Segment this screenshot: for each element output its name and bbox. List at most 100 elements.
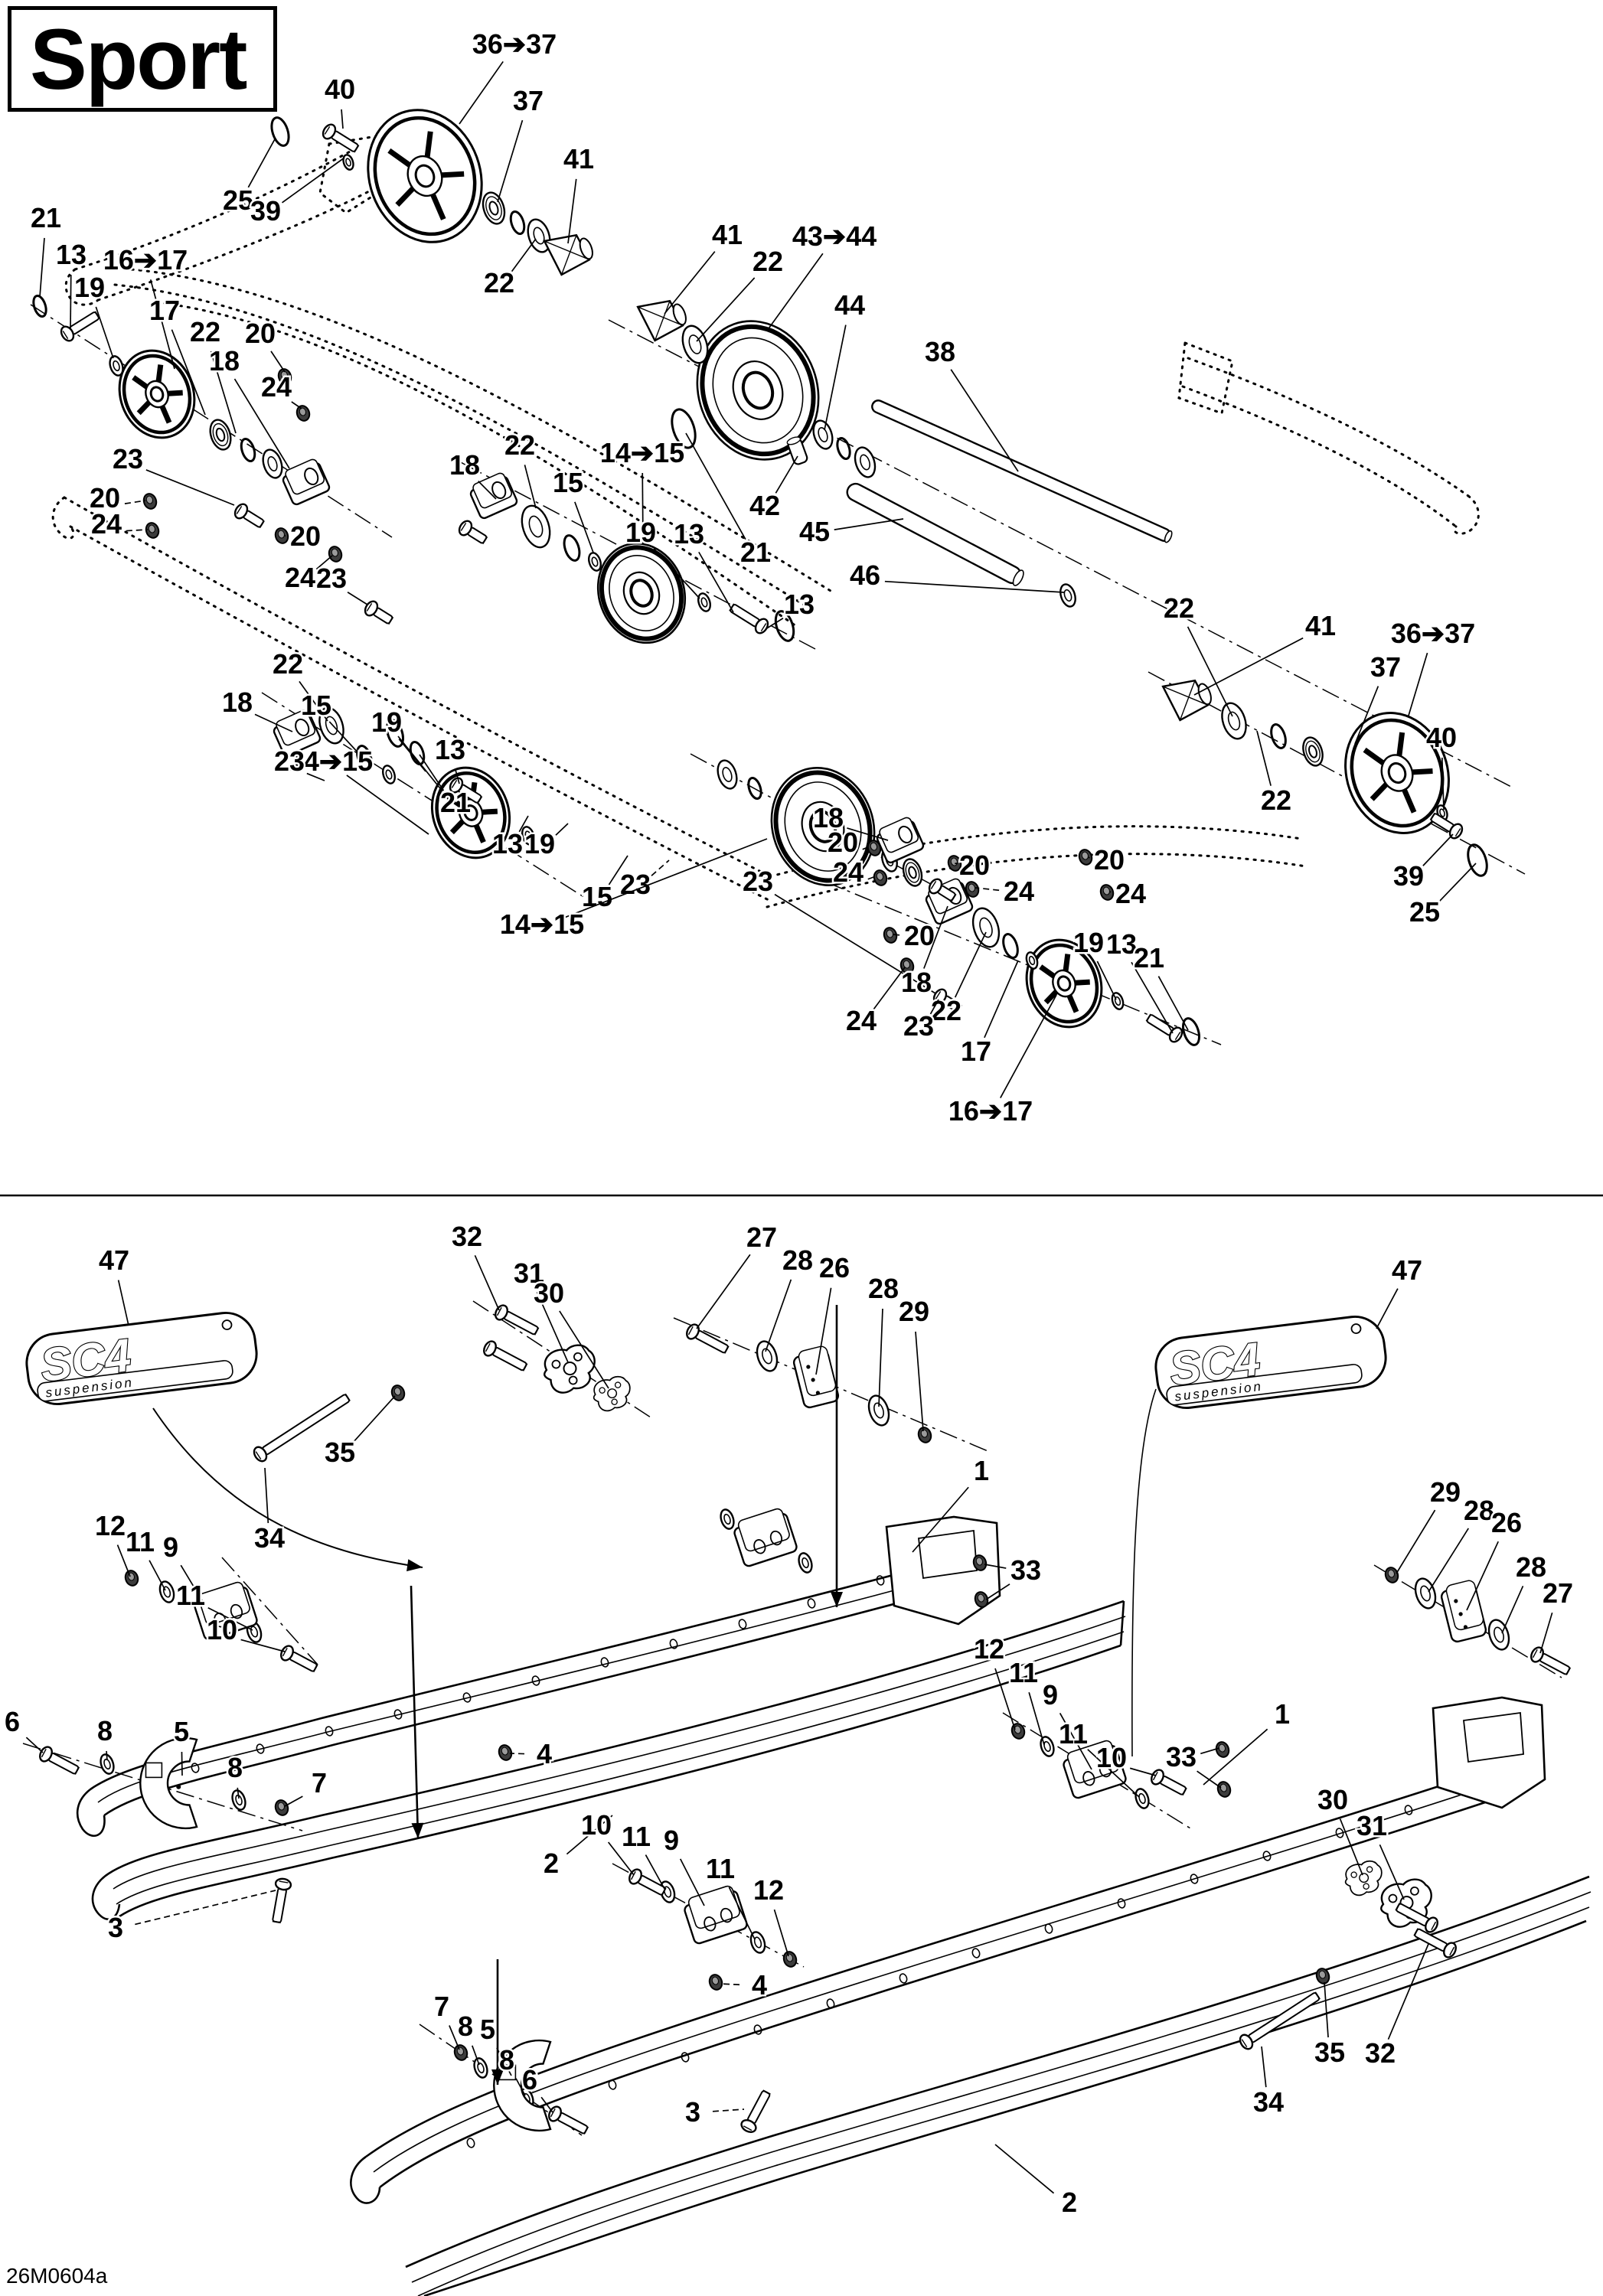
part-o-ring bbox=[747, 776, 762, 801]
callout-number: 13 bbox=[784, 589, 815, 620]
callout-number: 9 bbox=[163, 1531, 178, 1563]
callout-number: 20 bbox=[828, 827, 858, 858]
leader-line bbox=[994, 2144, 1055, 2194]
callout-18: 18 bbox=[207, 344, 290, 469]
callout-41: 41 bbox=[561, 142, 596, 244]
leader-line bbox=[929, 999, 939, 1015]
leader-line bbox=[685, 432, 746, 540]
leader-line bbox=[1187, 626, 1233, 717]
callout-2: 2 bbox=[541, 1815, 613, 1881]
part-o-ring bbox=[774, 610, 795, 642]
leader-line bbox=[1379, 1844, 1405, 1900]
callout-number: 20 bbox=[904, 920, 935, 951]
callout-number: 8 bbox=[227, 1752, 243, 1783]
callout-number: 14➔15 bbox=[289, 745, 373, 777]
part-washer bbox=[681, 325, 709, 364]
callout-13: 13 bbox=[765, 587, 817, 630]
insertion-arrow bbox=[491, 1959, 504, 2085]
callout-number: 35 bbox=[1314, 2037, 1345, 2068]
callout-number: 10 bbox=[1096, 1742, 1127, 1773]
callout-37: 37 bbox=[497, 83, 546, 203]
callout-23: 23 bbox=[901, 999, 939, 1044]
part-bolt bbox=[364, 600, 394, 625]
leader-line bbox=[145, 469, 235, 506]
part-bolt bbox=[932, 988, 963, 1013]
callout-8: 8 bbox=[95, 1714, 115, 1761]
leader-line bbox=[515, 2078, 526, 2096]
callout-number: 5 bbox=[480, 2014, 495, 2045]
leader-line bbox=[893, 934, 900, 936]
part-stopper-pad bbox=[1440, 1580, 1487, 1643]
rail-hole bbox=[971, 1948, 981, 1958]
leader-line bbox=[247, 137, 276, 188]
leader-line bbox=[884, 580, 1065, 593]
part-nut bbox=[1384, 1567, 1399, 1583]
callout-27: 27 bbox=[696, 1220, 779, 1329]
part-bolt bbox=[1145, 1013, 1183, 1043]
callout-30: 30 bbox=[531, 1276, 609, 1389]
callout-14-15: 14➔15 bbox=[286, 744, 429, 835]
part-bolt bbox=[740, 2089, 771, 2133]
part-o-ring bbox=[240, 438, 256, 462]
leader-line bbox=[472, 2045, 480, 2066]
callout-number: 21 bbox=[31, 202, 61, 233]
rail-hole bbox=[1044, 1923, 1053, 1934]
rail-path bbox=[91, 1872, 121, 1920]
leader-line bbox=[315, 555, 333, 570]
callout-number: 20 bbox=[1094, 844, 1125, 876]
callout-42: 42 bbox=[747, 455, 798, 523]
leader-line bbox=[299, 680, 328, 722]
rail-path bbox=[379, 1786, 1532, 2189]
callout-number: 7 bbox=[434, 1991, 449, 2022]
callout-number: 11 bbox=[126, 1526, 155, 1557]
callout-6: 6 bbox=[2, 1704, 44, 1753]
leader-line bbox=[455, 769, 460, 784]
leader-line bbox=[116, 1544, 131, 1577]
leader-line bbox=[1087, 1749, 1140, 1798]
part-washer bbox=[1414, 1577, 1437, 1609]
callout-17: 17 bbox=[147, 293, 206, 416]
axis-line bbox=[261, 692, 592, 902]
callout-number: 42 bbox=[749, 490, 780, 521]
leader-line bbox=[1028, 1691, 1045, 1746]
rail-path bbox=[373, 1771, 1532, 2173]
callout-13: 13 bbox=[1104, 927, 1174, 1034]
part-washer bbox=[798, 1552, 813, 1574]
part-support-arm bbox=[876, 817, 925, 864]
rail-hole bbox=[256, 1743, 265, 1754]
rail-path bbox=[63, 496, 767, 876]
part-idler-wheel-spoked bbox=[1025, 938, 1103, 1029]
callout-number: 15 bbox=[301, 690, 331, 721]
callout-number: 2 bbox=[544, 1848, 559, 1879]
part-idler-wheel-disc bbox=[770, 767, 876, 886]
leader-line bbox=[240, 1639, 286, 1652]
callout-3: 3 bbox=[106, 1890, 276, 1945]
rail-path bbox=[1119, 1600, 1125, 1646]
callout-number: 19 bbox=[74, 272, 105, 303]
part-o-ring bbox=[386, 719, 404, 748]
callout-24: 24 bbox=[282, 555, 333, 595]
leader-line bbox=[1157, 976, 1189, 1031]
leader-line bbox=[824, 325, 847, 431]
leader-line bbox=[915, 1331, 924, 1432]
callout-number: 31 bbox=[514, 1257, 544, 1289]
callout-33: 33 bbox=[1164, 1740, 1222, 1789]
callout-number: 7 bbox=[312, 1767, 327, 1799]
callout-number: 26 bbox=[819, 1252, 850, 1283]
leader-line bbox=[39, 237, 45, 298]
rail-path bbox=[350, 2155, 381, 2204]
callout-40: 40 bbox=[322, 72, 357, 129]
callout-11: 11 bbox=[704, 1851, 756, 1940]
part-nut bbox=[782, 1951, 798, 1968]
leader-line bbox=[696, 1254, 751, 1329]
callout-number: 24 bbox=[91, 508, 122, 540]
callout-34: 34 bbox=[252, 1467, 287, 1556]
part-wheel-mount bbox=[1063, 1740, 1127, 1799]
callout-1: 1 bbox=[912, 1453, 991, 1553]
part-support-arm bbox=[273, 709, 322, 757]
callout-17: 17 bbox=[958, 960, 1019, 1069]
leader-line bbox=[984, 960, 1019, 1039]
part-washer bbox=[854, 446, 877, 478]
